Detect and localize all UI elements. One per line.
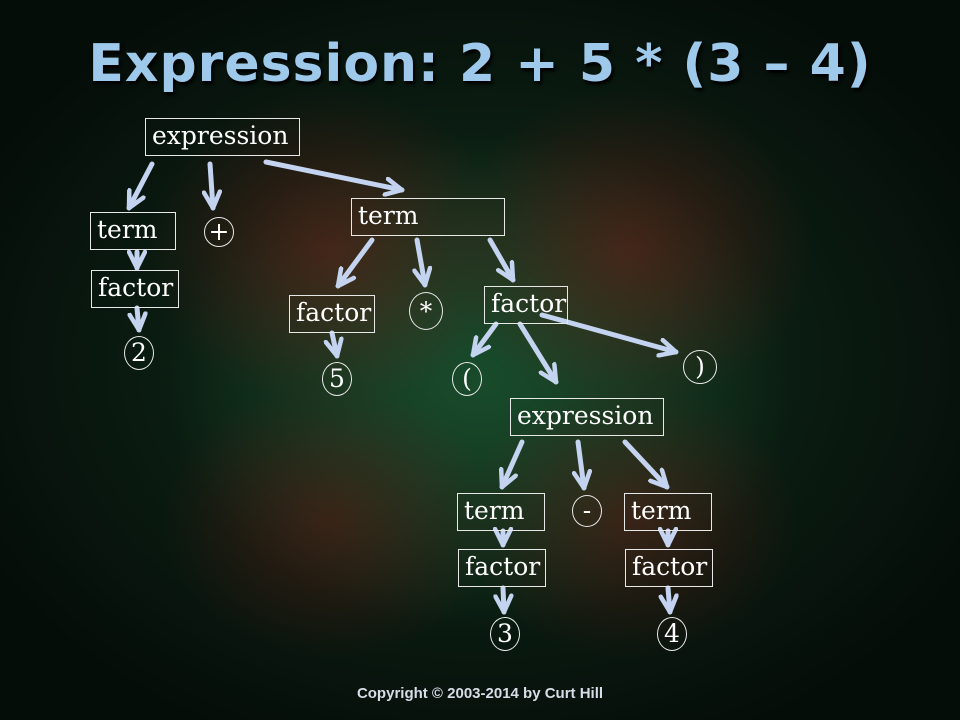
edge-factor3-3 <box>503 585 504 615</box>
node-number-3: 3 <box>490 617 520 651</box>
edge-expression-plus <box>210 161 213 211</box>
node-term-3: term <box>457 493 545 531</box>
edge-factor-rparen <box>539 312 679 352</box>
edge-expression-term2 <box>263 159 405 190</box>
node-plus: + <box>204 217 234 247</box>
node-times: * <box>409 292 443 330</box>
edge-factor-lparen <box>470 321 499 358</box>
edge-expression-term3 <box>502 439 525 490</box>
edge-term2-times <box>417 237 425 288</box>
node-left-paren: ( <box>452 362 482 396</box>
edge-factor5-5 <box>332 330 337 359</box>
node-factor-3: factor <box>458 549 546 587</box>
node-expression-inner: expression <box>510 398 664 436</box>
node-number-5: 5 <box>322 362 352 396</box>
edge-factor-2 <box>137 305 139 333</box>
edge-term2-factorparen <box>487 237 516 283</box>
node-expression-root: expression <box>145 118 300 156</box>
node-minus: - <box>572 495 602 527</box>
node-term-right: term <box>351 198 505 236</box>
slide-title: Expression: 2 + 5 * (3 – 4) <box>88 34 872 94</box>
edge-expression-term <box>126 161 155 211</box>
node-number-4: 4 <box>657 617 687 651</box>
edge-expression-term4 <box>622 439 670 490</box>
copyright-footer: Copyright © 2003-2014 by Curt Hill <box>356 685 604 702</box>
node-term-left: term <box>90 212 176 250</box>
node-number-2: 2 <box>124 336 154 370</box>
node-factor-paren: factor <box>484 286 568 324</box>
edge-term2-factor5 <box>335 237 375 289</box>
edge-factor4-4 <box>668 585 670 615</box>
node-factor-left: factor <box>91 270 179 308</box>
edge-expression-minus <box>578 439 584 491</box>
edge-factor-expression <box>517 321 559 385</box>
node-factor-5: factor <box>289 295 375 333</box>
node-factor-4: factor <box>625 549 713 587</box>
node-right-paren: ) <box>683 350 717 384</box>
node-term-4: term <box>624 493 712 531</box>
